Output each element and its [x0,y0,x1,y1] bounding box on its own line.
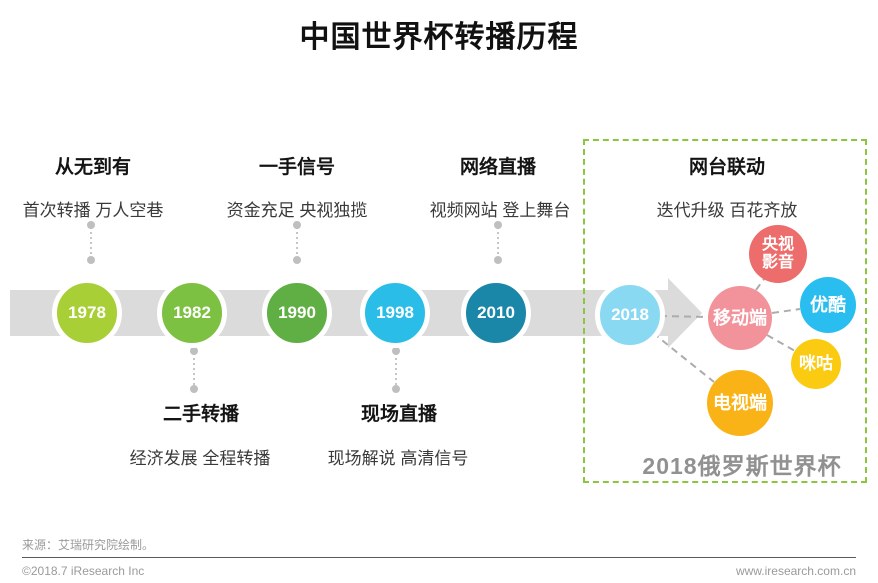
platform-bubble-youku: 优酷 [800,277,856,333]
stage-desc-2010: 视频网站 登上舞台 [429,201,571,220]
platform-label: 电视端 [713,392,767,413]
platform-bubble-tv: 电视端 [707,370,773,436]
platform-bubble-migu: 咪咕 [791,339,841,389]
year-label: 1978 [68,303,106,322]
stage-desc-1990: 资金充足 央视独揽 [226,201,368,220]
year-label: 1990 [278,303,316,322]
timeline-node-1982: 1982 [157,278,227,348]
stage-desc-2018: 迭代升级 百花齐放 [656,201,798,220]
stage-heading-1990: 一手信号 [258,157,336,178]
stage-desc-1998: 现场解说 高清信号 [327,449,469,468]
year-label: 2018 [611,305,649,324]
year-label: 1998 [376,303,414,322]
platform-bubble-mobile: 移动端 [708,286,772,350]
stage-heading-2010: 网络直播 [459,157,537,178]
cluster-caption: 2018俄罗斯世界杯 [642,453,842,479]
stage-desc-1982: 经济发展 全程转播 [129,449,271,468]
timeline-node-1990: 1990 [262,278,332,348]
timeline-node-1998: 1998 [360,278,430,348]
year-label: 1982 [173,303,211,322]
stage-desc-1978: 首次转播 万人空巷 [22,201,164,220]
platform-label: 央视影音 [761,235,794,271]
stage-heading-1998: 现场直播 [360,404,438,425]
timeline-node-2018: 2018 [595,280,665,350]
copyright-text: ©2018.7 iResearch Inc [22,564,145,578]
page-title: 中国世界杯转播历程 [299,21,579,54]
timeline-node-2010: 2010 [461,278,531,348]
highlight-box-2018 [583,139,867,483]
year-label: 2010 [477,303,515,322]
stage-heading-2018: 网台联动 [688,157,766,178]
stage-heading-1978: 从无到有 [54,157,132,178]
timeline-node-1978: 1978 [52,278,122,348]
source-note: 来源：艾瑞研究院绘制。 [22,538,155,552]
stage-heading-1982: 二手转播 [162,404,240,425]
website-text: www.iresearch.com.cn [735,564,856,578]
platform-label: 移动端 [713,307,767,328]
platform-label: 咪咕 [799,354,833,374]
footer-divider [22,557,856,558]
platform-bubble-cctv-video: 央视影音 [749,225,807,283]
platform-label: 优酷 [810,294,846,315]
